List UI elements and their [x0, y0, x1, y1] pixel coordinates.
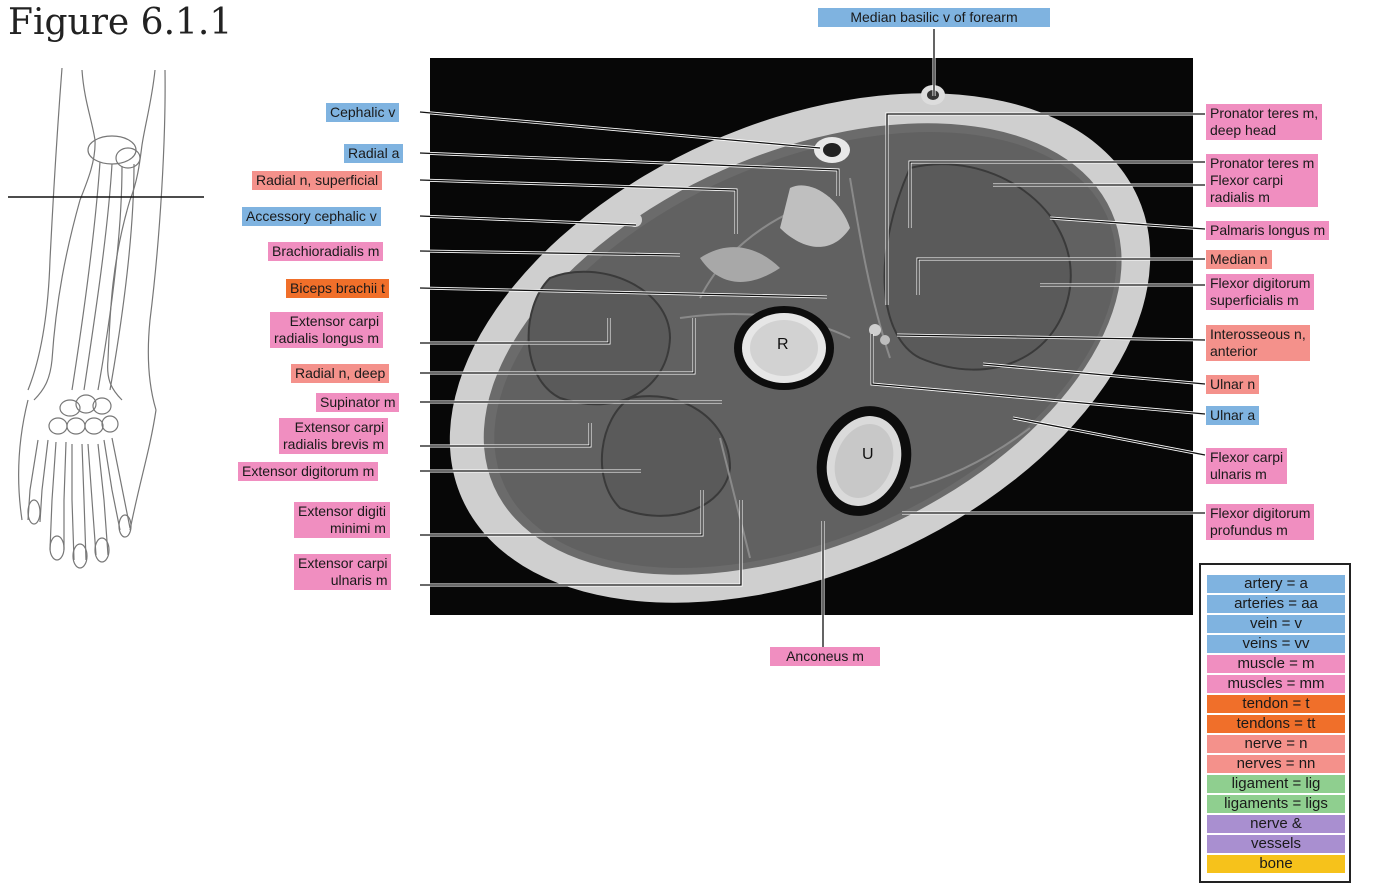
label-biceps-brachii-t: Biceps brachii t: [286, 279, 389, 298]
label-supinator-m: Supinator m: [316, 393, 399, 412]
legend-nerve-vessels-2: vessels: [1207, 835, 1345, 853]
legend-tendon: tendon = t: [1207, 695, 1345, 713]
label-palmaris-longus-m: Palmaris longus m: [1206, 221, 1329, 240]
legend-nerve: nerve = n: [1207, 735, 1345, 753]
label-interosseous-n-anterior: Interosseous n,anterior: [1206, 325, 1310, 361]
legend-veins: veins = vv: [1207, 635, 1345, 653]
label-cephalic-v: Cephalic v: [326, 103, 399, 122]
ulna-letter: U: [862, 446, 874, 464]
legend-ligaments: ligaments = ligs: [1207, 795, 1345, 813]
radius-letter: R: [777, 336, 789, 354]
label-ulnar-n: Ulnar n: [1206, 375, 1259, 394]
legend-arteries: arteries = aa: [1207, 595, 1345, 613]
legend-tendons: tendons = tt: [1207, 715, 1345, 733]
figure-title: Figure 6.1.1: [8, 2, 232, 43]
label-radial-n-superficial: Radial n, superficial: [252, 171, 382, 190]
legend-muscle: muscle = m: [1207, 655, 1345, 673]
label-ulnar-a: Ulnar a: [1206, 406, 1259, 425]
label-radial-a: Radial a: [344, 144, 403, 163]
label-median-n: Median n: [1206, 250, 1272, 269]
label-pronator-teres-deep-head: Pronator teres m,deep head: [1206, 104, 1322, 140]
label-accessory-cephalic-v: Accessory cephalic v: [242, 207, 381, 226]
legend-muscles: muscles = mm: [1207, 675, 1345, 693]
legend-nerves: nerves = nn: [1207, 755, 1345, 773]
abbreviation-legend: artery = a arteries = aa vein = v veins …: [1199, 563, 1351, 883]
legend-bone: bone: [1207, 855, 1345, 873]
legend-artery: artery = a: [1207, 575, 1345, 593]
label-anconeus-m: Anconeus m: [770, 647, 880, 666]
label-median-basilic-v: Median basilic v of forearm: [818, 8, 1050, 27]
legend-ligament: ligament = lig: [1207, 775, 1345, 793]
legend-vein: vein = v: [1207, 615, 1345, 633]
label-radial-n-deep: Radial n, deep: [291, 364, 389, 383]
label-brachioradialis-m: Brachioradialis m: [268, 242, 383, 261]
label-extensor-digitorum-m: Extensor digitorum m: [238, 462, 378, 481]
legend-nerve-vessels-1: nerve &: [1207, 815, 1345, 833]
mri-cross-section: [430, 58, 1193, 615]
arm-locator-drawing: [0, 60, 210, 570]
